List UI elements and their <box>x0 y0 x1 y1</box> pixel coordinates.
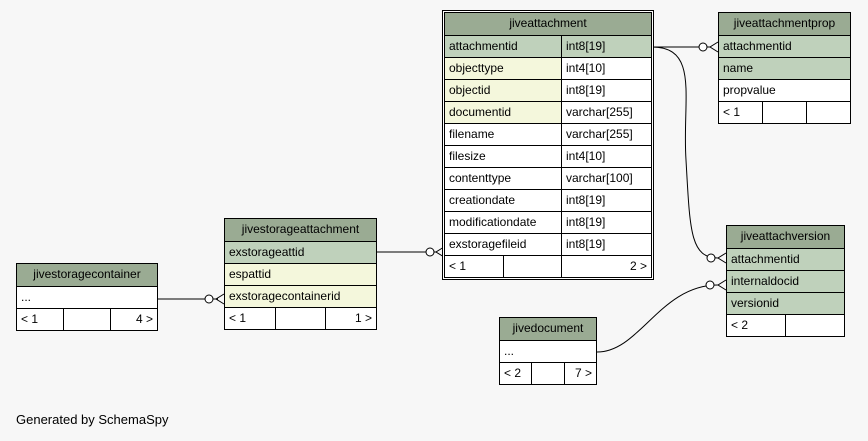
edge-attachment-version-crowfoot <box>717 252 727 264</box>
table-footer: < 1 4 > <box>17 308 157 330</box>
generated-by-note: Generated by SchemaSpy <box>16 412 169 427</box>
edge-attachment-version-origin-marker <box>706 253 716 263</box>
table-title: jiveattachmentprop <box>719 13 850 35</box>
column-type: int8[19] <box>561 36 651 57</box>
table-title: jivestoragecontainer <box>17 264 157 286</box>
table-footer: < 1 <box>719 101 850 123</box>
table-footer: < 1 1 > <box>225 307 376 329</box>
column-type: int4[10] <box>561 58 651 79</box>
column-name: documentid <box>449 105 512 119</box>
column-name: exstoragecontainerid <box>229 289 341 303</box>
column-type: int8[19] <box>561 190 651 211</box>
table-footer: < 2 7 > <box>500 362 596 384</box>
parents-link[interactable]: < 2 <box>504 366 522 380</box>
table-title: jivedocument <box>500 318 596 340</box>
column-name: modificationdate <box>449 215 537 229</box>
parents-link[interactable]: < 1 <box>229 311 247 325</box>
edge-attachment-prop-crowfoot <box>709 41 719 53</box>
edge-container-storage-origin-marker <box>204 294 214 304</box>
edge-document-version-origin-marker <box>705 280 715 290</box>
column-name: contenttype <box>449 171 512 185</box>
edge-attachment-version <box>651 46 719 259</box>
table-footer: < 1 2 > <box>445 255 651 277</box>
parents-link[interactable]: < 1 <box>449 259 467 273</box>
table-footer: < 2 <box>727 314 844 336</box>
column-name: ... <box>504 344 515 358</box>
edge-storage-attachment-crowfoot <box>435 246 445 258</box>
column-type: int4[10] <box>561 146 651 167</box>
column-name: ... <box>21 290 32 304</box>
table-jivestoragecontainer[interactable]: jivestoragecontainer ... < 1 4 > <box>16 263 158 331</box>
column-name: name <box>723 61 754 75</box>
column-name: internaldocid <box>731 274 800 288</box>
parents-link[interactable]: < 1 <box>723 105 741 119</box>
column-type: varchar[255] <box>561 124 651 145</box>
column-name: versionid <box>731 296 780 310</box>
children-link[interactable]: 2 > <box>561 256 651 277</box>
column-type: int8[19] <box>561 80 651 101</box>
column-type: int8[19] <box>561 234 651 255</box>
column-name: attachmentid <box>449 39 518 53</box>
column-name: filename <box>449 127 495 141</box>
column-type: varchar[255] <box>561 102 651 123</box>
table-jiveattachment[interactable]: jiveattachment attachmentid int8[19] obje… <box>442 10 654 280</box>
column-name: attachmentid <box>723 39 792 53</box>
table-jiveattachversion[interactable]: jiveattachversion attachmentid internald… <box>726 225 845 337</box>
table-jivedocument[interactable]: jivedocument ... < 2 7 > <box>499 317 597 385</box>
column-type: int8[19] <box>561 212 651 233</box>
edge-document-version <box>596 284 719 353</box>
column-name: propvalue <box>723 83 776 97</box>
table-title: jiveattachversion <box>727 226 844 248</box>
column-type: varchar[100] <box>561 168 651 189</box>
table-jiveattachmentprop[interactable]: jiveattachmentprop attachmentid name pro… <box>718 12 851 124</box>
children-link[interactable]: 4 > <box>110 309 157 330</box>
children-link[interactable]: 7 > <box>563 363 596 384</box>
table-title: jivestorageattachment <box>225 219 376 241</box>
parents-link[interactable]: < 2 <box>731 318 749 332</box>
column-name: exstoragefileid <box>449 237 527 251</box>
edge-storage-attachment-origin-marker <box>425 247 435 257</box>
table-title: jiveattachment <box>445 13 651 35</box>
table-jivestorageattachment[interactable]: jivestorageattachment exstorageattid esp… <box>224 218 377 330</box>
edge-document-version-crowfoot <box>717 279 727 291</box>
column-name: objectid <box>449 83 491 97</box>
column-name: attachmentid <box>731 252 800 266</box>
parents-link[interactable]: < 1 <box>21 312 39 326</box>
column-name: creationdate <box>449 193 516 207</box>
edge-container-storage-crowfoot <box>215 293 225 305</box>
column-name: espattid <box>229 267 272 281</box>
column-name: filesize <box>449 149 486 163</box>
children-link[interactable]: 1 > <box>325 308 376 329</box>
column-name: objecttype <box>449 61 504 75</box>
column-name: exstorageattid <box>229 245 305 259</box>
edge-attachment-prop-origin-marker <box>698 42 708 52</box>
